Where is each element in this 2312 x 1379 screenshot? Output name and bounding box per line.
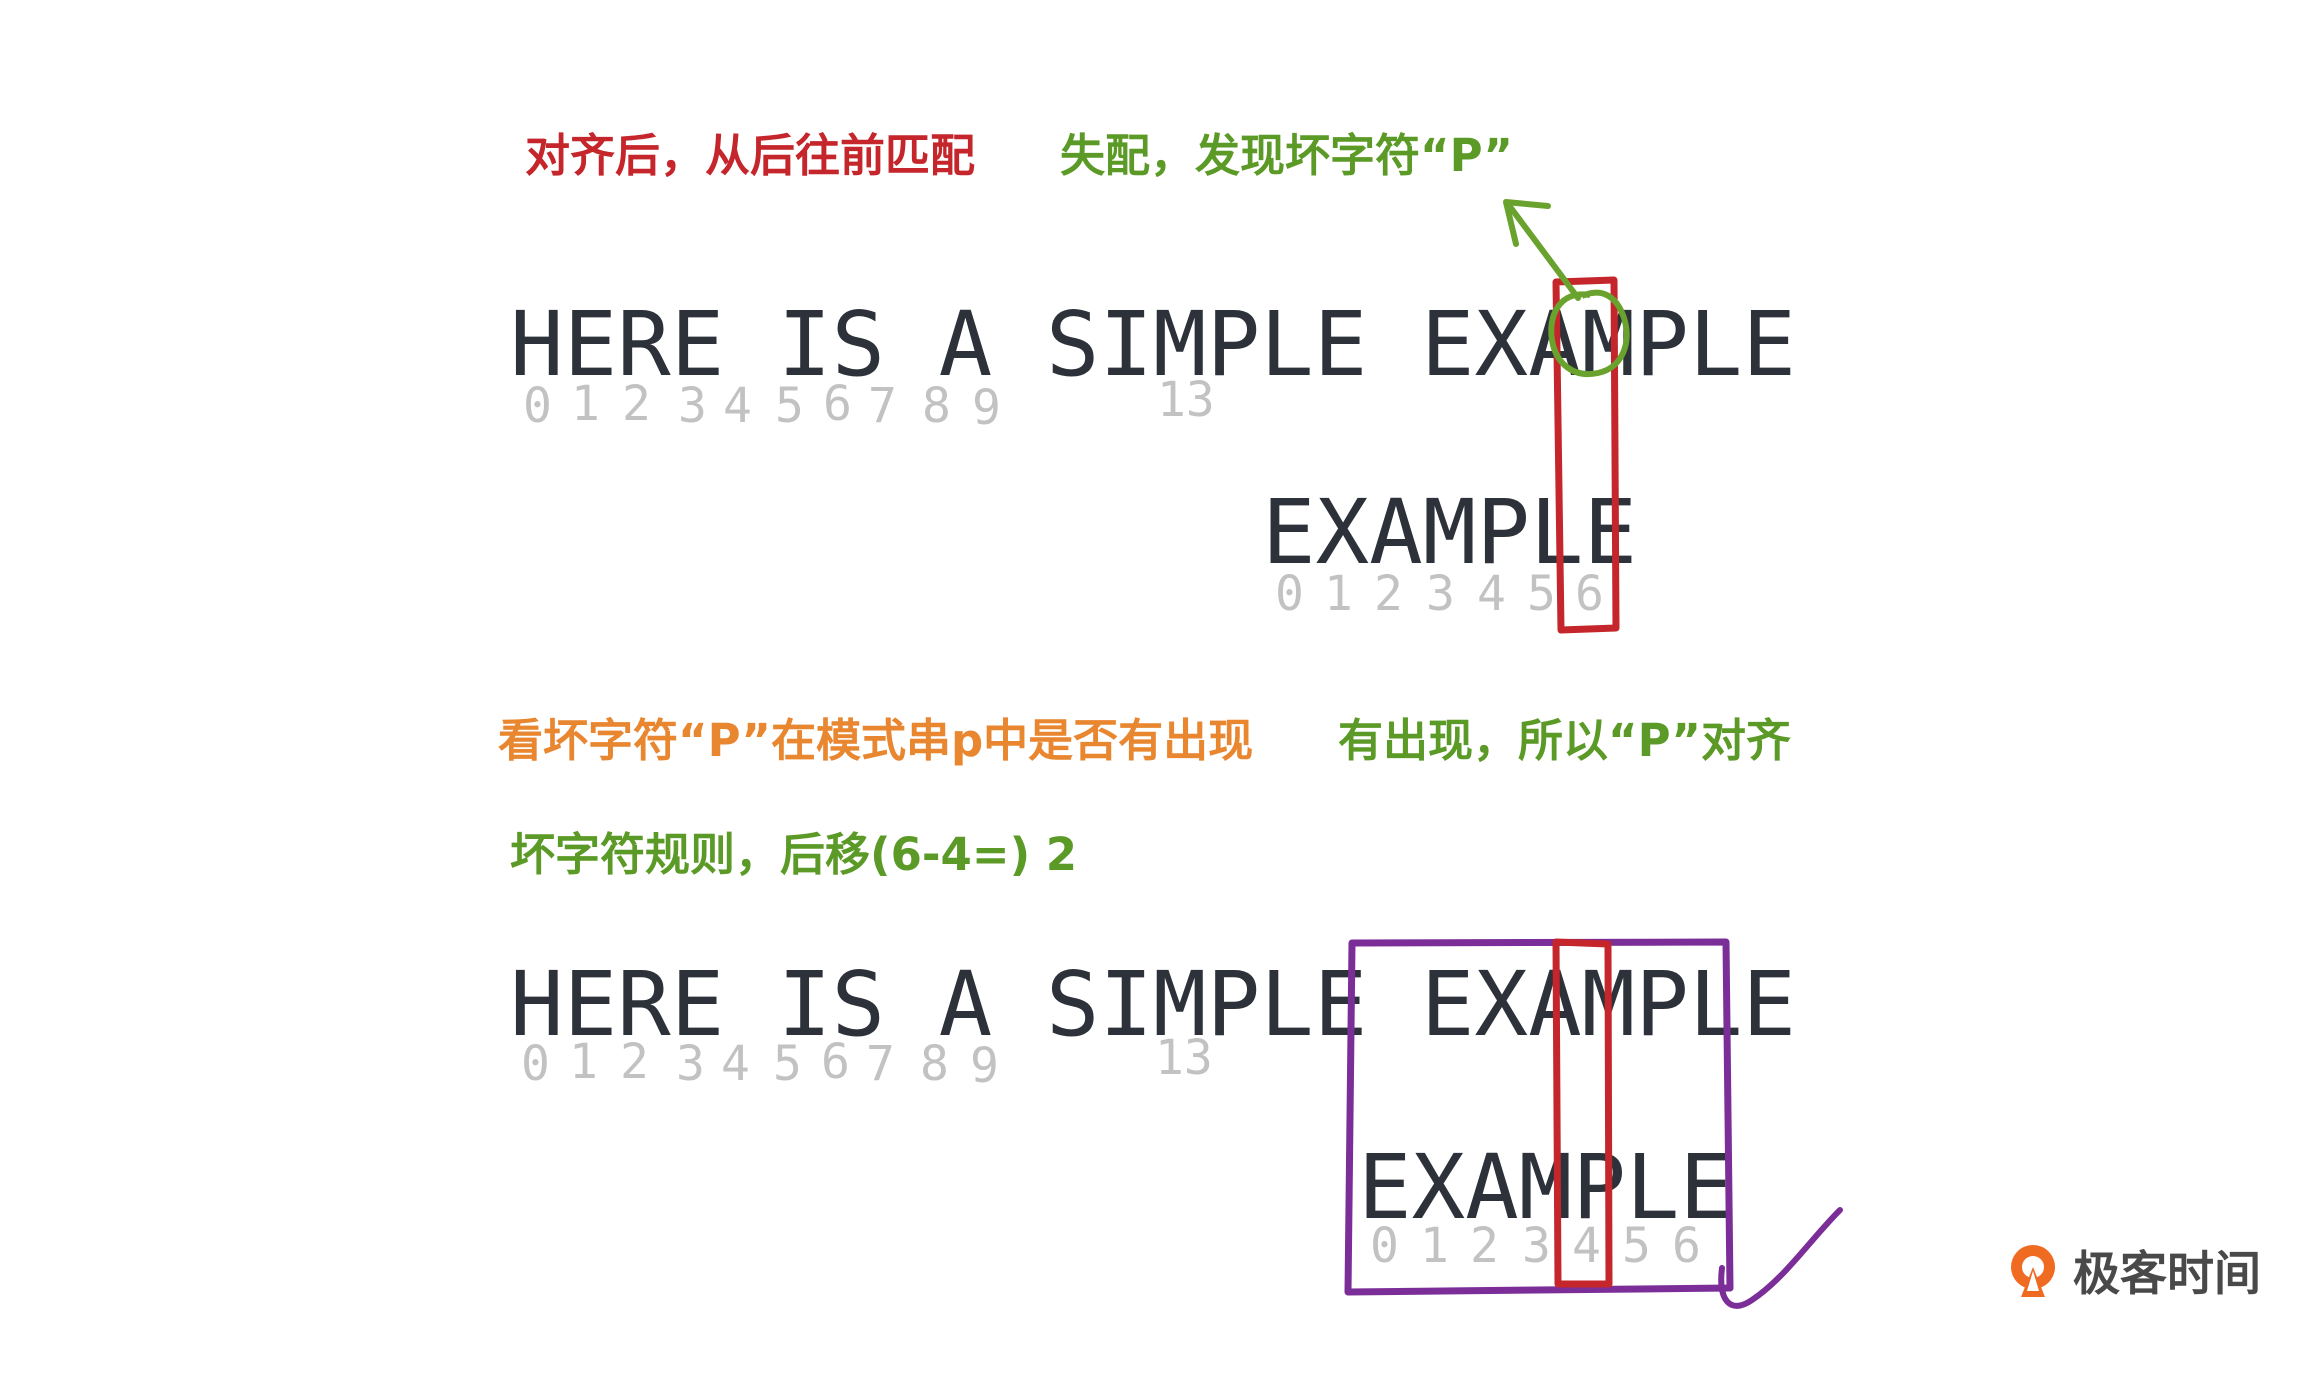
index-label: 4 (1477, 566, 1506, 622)
index-label: 4 (1572, 1218, 1601, 1274)
index-label: 2 (620, 1034, 649, 1090)
index-label: 13 (1157, 372, 1215, 428)
note-mismatch-found: 失配，发现坏字符“P” (1060, 129, 1513, 182)
index-label: 13 (1155, 1030, 1213, 1086)
index-label: 0 (523, 378, 552, 434)
note-check-in-pattern: 看坏字符“P”在模式串p中是否有出现 (498, 714, 1254, 767)
index-label: 1 (569, 1034, 598, 1090)
index-label: 3 (1522, 1218, 1551, 1274)
index-label: 1 (571, 376, 600, 432)
index-label: 4 (723, 378, 752, 434)
index-label: 2 (1374, 566, 1403, 622)
index-label: 3 (676, 1036, 705, 1092)
mismatch-arrowhead (1503, 199, 1551, 247)
main-text-step1: HERE IS A SIMPLE EXAMPLE (510, 292, 1796, 396)
index-label: 0 (1275, 566, 1304, 622)
index-label: 5 (1527, 566, 1556, 622)
index-label: 5 (1622, 1218, 1651, 1274)
note-found-so-align: 有出现，所以“P”对齐 (1338, 714, 1791, 767)
index-label: 6 (821, 1034, 850, 1090)
index-label: 4 (721, 1036, 750, 1092)
index-label: 2 (1470, 1218, 1499, 1274)
index-label: 5 (773, 1036, 802, 1092)
pattern-step1: EXAMPLE (1262, 480, 1638, 584)
index-label: 8 (920, 1036, 949, 1092)
index-label: 6 (1672, 1218, 1701, 1274)
index-label: 6 (823, 376, 852, 432)
index-label: 6 (1575, 566, 1604, 622)
index-label: 2 (622, 376, 651, 432)
index-label: 8 (922, 378, 951, 434)
index-label: 7 (866, 1036, 895, 1092)
index-label: 9 (970, 1038, 999, 1094)
index-label: 1 (1420, 1218, 1449, 1274)
index-label: 3 (678, 378, 707, 434)
index-label: 1 (1324, 566, 1353, 622)
logo-text: 极客时间 (2073, 1247, 2261, 1302)
geektime-logo-icon (2011, 1244, 2055, 1297)
note-bad-char-rule: 坏字符规则，后移(6-4=) 2 (510, 828, 1078, 881)
check-mark (1718, 1207, 1843, 1309)
mismatch-arrow (1505, 201, 1581, 301)
geektime-logo: 极客时间 (2005, 1235, 2261, 1304)
note-align-back-to-front: 对齐后，从后往前匹配 (525, 129, 976, 182)
index-label: 0 (521, 1036, 550, 1092)
index-label: 7 (868, 378, 897, 434)
index-label: 0 (1370, 1218, 1399, 1274)
index-label: 5 (775, 378, 804, 434)
index-label: 9 (972, 380, 1001, 436)
index-label: 3 (1426, 566, 1455, 622)
